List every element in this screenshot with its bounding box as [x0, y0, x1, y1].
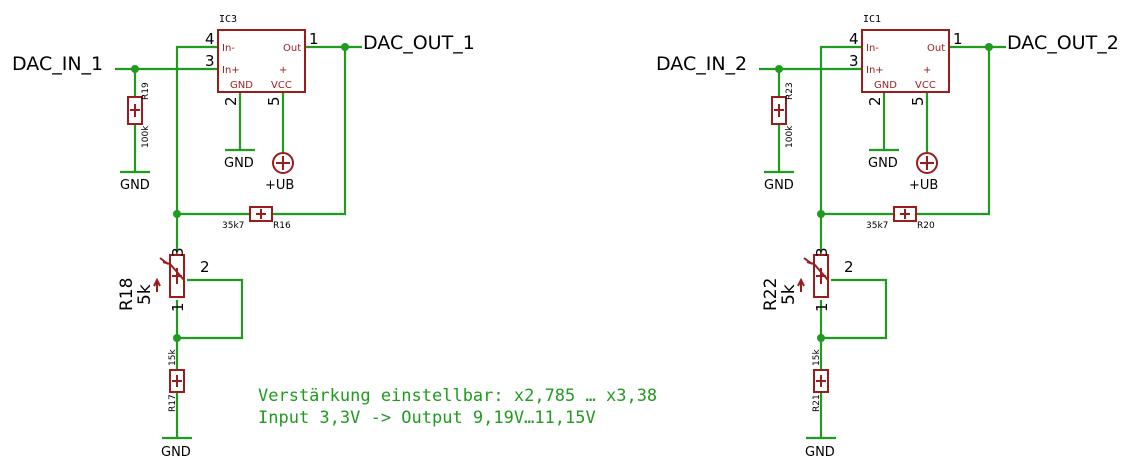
pin-number-5: 5 [265, 96, 283, 106]
wires-channel-1 [115, 45, 362, 438]
r22-label: R22 [761, 278, 781, 311]
resistor-r21: 15k R21 [812, 349, 829, 412]
pin-number-1: 1 [953, 30, 963, 48]
r19-label: R19 [141, 82, 151, 100]
pin-label-out: Out [283, 43, 301, 54]
net-label-dac-in-1: DAC_IN_1 [12, 53, 103, 75]
junction [173, 210, 181, 218]
r20-label: R20 [917, 221, 935, 231]
junction [817, 210, 825, 218]
resistor-r20: 35k7 R20 [866, 206, 935, 231]
supply-label: +UB [909, 178, 938, 193]
ic-label: IC1 [863, 14, 881, 25]
junction [985, 43, 993, 51]
opamp-ic1: IC1 In- In+ Out GND VCC + 4 3 1 2 5 [849, 14, 963, 106]
pin-label-in-minus: In- [866, 43, 879, 54]
potentiometer-r22: 3 2 1 R22 5k [761, 247, 854, 312]
resistor-r19: R19 100k [127, 82, 151, 148]
pin-number-3: 3 [849, 52, 859, 70]
gnd-label: GND [120, 178, 150, 193]
channel-2: IC1 In- In+ Out GND VCC + 4 3 1 2 5 DAC_… [656, 14, 1119, 460]
pin-label-vcc: VCC [271, 80, 292, 91]
pin-number-2: 2 [866, 96, 884, 106]
r20-value: 35k7 [866, 221, 888, 231]
r18-label: R18 [117, 278, 137, 311]
pin-label-in-plus: In+ [866, 65, 884, 76]
r21-label: R21 [812, 394, 822, 412]
pot-pin-3: 3 [169, 247, 187, 257]
r19-value: 100k [141, 125, 151, 148]
pin-label-gnd: GND [230, 80, 253, 91]
pin-number-2: 2 [222, 96, 240, 106]
r23-value: 100k [785, 125, 795, 148]
resistor-r23: R23 100k [771, 82, 795, 148]
r16-label: R16 [273, 221, 291, 231]
pin-label-in-plus: In+ [222, 65, 240, 76]
resistor-r17: 15k R17 [168, 349, 185, 412]
r23-label: R23 [785, 82, 795, 100]
pin-number-1: 1 [309, 30, 319, 48]
plus-sign: + [279, 65, 287, 76]
net-label-dac-out-2: DAC_OUT_2 [1007, 32, 1119, 54]
r16-value: 35k7 [222, 221, 244, 231]
channel-1: IC3 In- In+ Out GND VCC + 4 3 1 2 5 DAC_… [12, 14, 475, 460]
plus-sign: + [923, 65, 931, 76]
net-label-dac-in-2: DAC_IN_2 [656, 53, 747, 75]
supply-symbol: +UB [909, 152, 938, 193]
pin-number-5: 5 [909, 96, 927, 106]
r17-value: 15k [168, 349, 178, 366]
note-line-1: Verstärkung einstellbar: x2,785 … x3,38 [258, 386, 657, 406]
pot-pin-1: 1 [169, 302, 187, 312]
pin-label-vcc: VCC [915, 80, 936, 91]
net-label-dac-out-1: DAC_OUT_1 [363, 32, 475, 54]
gnd-label: GND [764, 178, 794, 193]
pot-pin-3: 3 [813, 247, 831, 257]
junction [131, 65, 139, 73]
pin-label-gnd: GND [874, 80, 897, 91]
gnd-label: GND [868, 156, 898, 171]
r18-value: 5k [135, 284, 155, 305]
gnd-label: GND [224, 156, 254, 171]
supply-label: +UB [265, 178, 294, 193]
junction [341, 43, 349, 51]
opamp-ic3: IC3 In- In+ Out GND VCC + 4 3 1 2 5 [205, 14, 319, 106]
pin-number-3: 3 [205, 52, 215, 70]
pin-number-4: 4 [205, 30, 215, 48]
pin-number-4: 4 [849, 30, 859, 48]
supply-symbol: +UB [265, 152, 294, 193]
pot-pin-2: 2 [200, 258, 210, 276]
pin-label-out: Out [927, 43, 945, 54]
pot-pin-2: 2 [844, 258, 854, 276]
gain-note: Verstärkung einstellbar: x2,785 … x3,38 … [258, 386, 657, 428]
gnd-label: GND [161, 445, 191, 460]
r21-value: 15k [812, 349, 822, 366]
potentiometer-r18: 3 2 1 R18 5k [117, 247, 210, 312]
pin-label-in-minus: In- [222, 43, 235, 54]
pot-pin-1: 1 [813, 302, 831, 312]
wires-channel-2 [759, 45, 1006, 438]
resistor-r16: 35k7 R16 [222, 206, 291, 231]
junction [817, 334, 825, 342]
note-line-2: Input 3,3V -> Output 9,19V…11,15V [258, 408, 596, 428]
ic-label: IC3 [219, 14, 237, 25]
r17-label: R17 [168, 394, 178, 412]
junction [775, 65, 783, 73]
gnd-label: GND [805, 445, 835, 460]
r22-value: 5k [779, 284, 799, 305]
junction [173, 334, 181, 342]
